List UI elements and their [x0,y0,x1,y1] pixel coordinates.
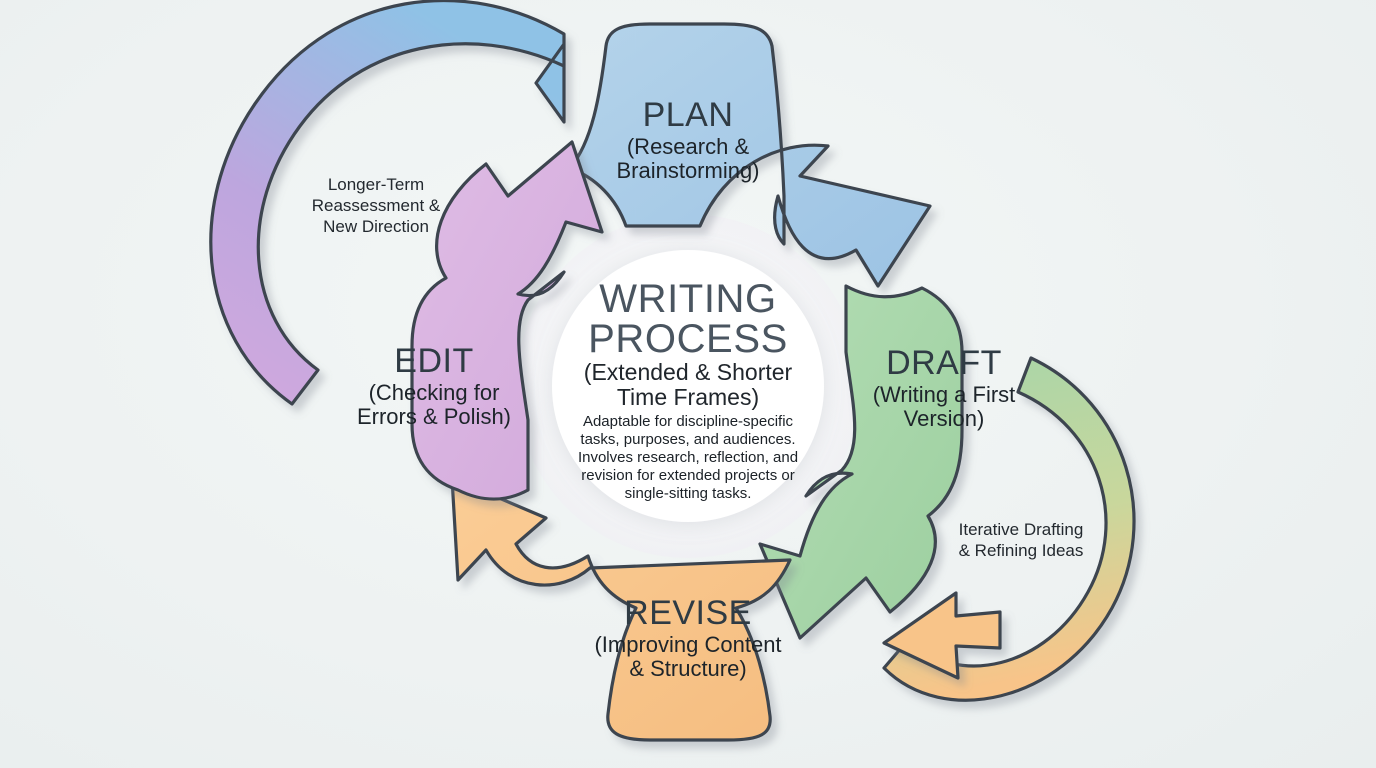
stage-draft-subtitle-1: (Writing a First [873,382,1016,407]
stage-edit-title: EDIT [394,342,473,380]
right-loop-label-line1: Iterative Drafting [959,520,1084,539]
stage-draft-title: DRAFT [886,344,1002,382]
stage-revise-subtitle-2: & Structure) [629,656,746,681]
stage-edit[interactable] [410,140,604,501]
stage-revise-subtitle-1: (Improving Content [594,632,781,657]
stage-edit-subtitle-2: Errors & Polish) [357,404,511,429]
stage-draft[interactable] [758,284,964,640]
stage-revise[interactable] [450,476,792,742]
hub-body-line1: Adaptable for discipline-specific [583,413,794,430]
hub-subtitle-line2: Time Frames) [617,384,759,410]
hub-body-line3: Involves research, reflection, and [578,449,798,466]
hub-title-line1: WRITING [599,277,777,321]
stage-plan-subtitle-1: (Research & [627,134,750,159]
hub-circle [552,250,824,522]
left-loop-label-line1: Longer-Term [328,175,424,194]
stage-plan-title: PLAN [643,96,734,134]
stage-plan[interactable] [568,22,932,288]
hub-title-line2: PROCESS [588,317,788,361]
hub-body-line4: revision for extended projects or [581,467,794,484]
left-outer-loop-arrow [209,0,566,406]
hub-body-line2: tasks, purposes, and audiences. [580,431,795,448]
right-loop-label-line2: & Refining Ideas [959,541,1084,560]
stage-edit-subtitle-1: (Checking for [369,380,500,405]
right-outer-loop-arrowhead [882,591,1002,680]
right-outer-loop-arrow [882,356,1136,702]
hub-body-line5: single-sitting tasks. [625,485,752,502]
stage-draft-subtitle-2: Version) [904,406,985,431]
stage-plan-subtitle-2: Brainstorming) [616,158,759,183]
hub-subtitle-line1: (Extended & Shorter [584,359,793,385]
stage-revise-title: REVISE [624,594,752,632]
left-loop-label-line2: Reassessment & [312,196,441,215]
left-loop-label-line3: New Direction [323,217,429,236]
